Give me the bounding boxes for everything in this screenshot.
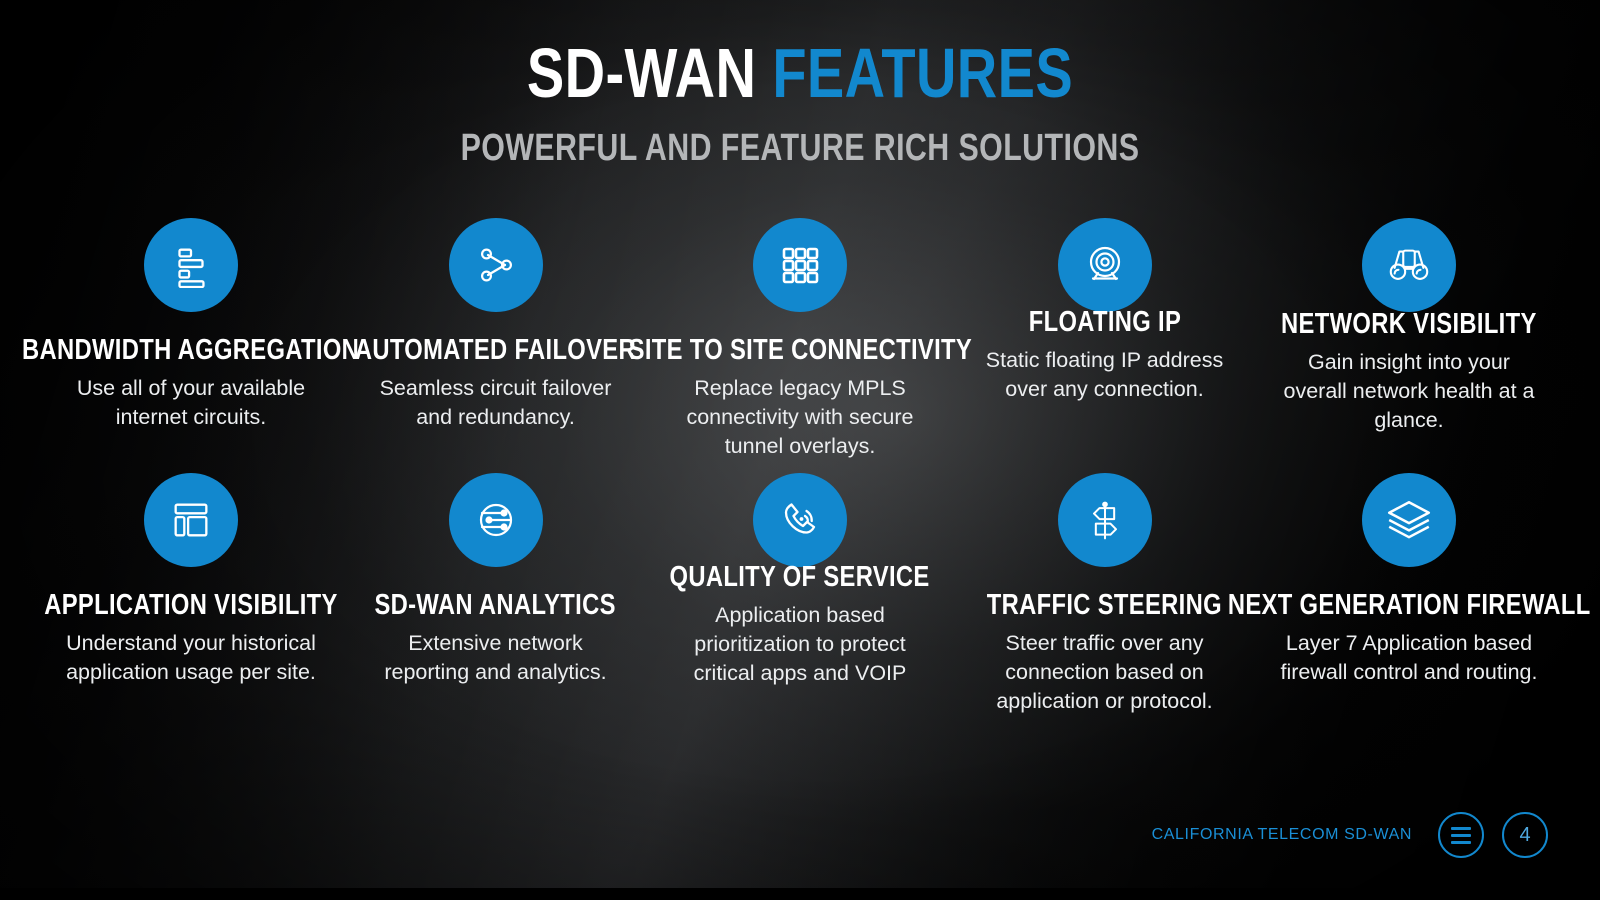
feature-title: NEXT GENERATION FIREWALL [1227, 589, 1591, 621]
binoculars-icon [1362, 218, 1456, 312]
share-nodes-icon [448, 218, 543, 312]
hamburger-menu-icon[interactable] [1438, 812, 1484, 858]
page-subtitle: POWERFUL AND FEATURE RICH SOLUTIONS [460, 127, 1140, 169]
layers-stack-icon [1362, 473, 1456, 567]
page-title-accent: FEATURES [772, 34, 1074, 112]
feature-title: FLOATING IP [1028, 306, 1181, 338]
feature-card-quality-of-service[interactable]: QUALITY OF SERVICE Application based pri… [657, 473, 943, 688]
feature-title: SD-WAN ANALYTICS [374, 589, 617, 621]
phone-call-icon [753, 473, 847, 567]
feature-card-site-to-site-connectivity[interactable]: SITE TO SITE CONNECTIVITY Replace legacy… [628, 218, 971, 461]
bandwidth-bars-icon [144, 218, 238, 312]
feature-title: BANDWIDTH AGGREGATION [22, 334, 360, 366]
slide-header: SD-WAN FEATURES POWERFUL AND FEATURE RIC… [0, 34, 1600, 170]
page-title-primary: SD-WAN [526, 34, 757, 112]
feature-title: APPLICATION VISIBILITY [44, 589, 338, 621]
feature-description: Seamless circuit failover and redundancy… [379, 376, 612, 429]
circuit-analytics-icon [448, 473, 543, 567]
feature-description: Static floating IP address over any conn… [985, 348, 1224, 401]
bottom-strip [0, 888, 1600, 900]
feature-row-2: APPLICATION VISIBILITY Understand your h… [44, 473, 1590, 716]
feature-card-sdwan-analytics[interactable]: SD-WAN ANALYTICS Extensive network repor… [353, 473, 639, 687]
feature-title: TRAFFIC STEERING [986, 589, 1223, 621]
feature-card-application-visibility[interactable]: APPLICATION VISIBILITY Understand your h… [44, 473, 337, 687]
feature-card-bandwidth-aggregation[interactable]: BANDWIDTH AGGREGATION Use all of your av… [22, 218, 359, 432]
signpost-icon [1057, 473, 1152, 567]
feature-description: Extensive network reporting and analytic… [384, 631, 607, 684]
feature-title: QUALITY OF SERVICE [669, 561, 931, 593]
target-stand-icon [1057, 218, 1152, 312]
feature-description: Use all of your available internet circu… [76, 376, 306, 429]
dashboard-layout-icon [144, 473, 238, 567]
feature-card-traffic-steering[interactable]: TRAFFIC STEERING Steer traffic over any … [962, 473, 1248, 716]
grid-squares-icon [753, 218, 847, 312]
hamburger-bar-1 [1451, 826, 1471, 830]
feature-title: AUTOMATED FAILOVER [354, 334, 637, 366]
feature-description: Application based prioritization to prot… [693, 603, 907, 685]
feature-description: Replace legacy MPLS connectivity with se… [686, 376, 914, 458]
slide-footer: CALIFORNIA TELECOM SD-WAN 4 [1152, 812, 1548, 858]
hamburger-bars [1451, 826, 1471, 844]
hamburger-bar-3 [1451, 840, 1471, 844]
feature-description: Gain insight into your overall network h… [1283, 350, 1535, 432]
hamburger-bar-2 [1451, 833, 1471, 837]
feature-title: NETWORK VISIBILITY [1281, 308, 1537, 340]
page-number-value: 4 [1519, 824, 1531, 846]
footer-brand-label: CALIFORNIA TELECOM SD-WAN [1151, 826, 1412, 843]
feature-card-floating-ip[interactable]: FLOATING IP Static floating IP address o… [962, 218, 1248, 404]
feature-title: SITE TO SITE CONNECTIVITY [628, 334, 972, 366]
feature-card-next-generation-firewall[interactable]: NEXT GENERATION FIREWALL Layer 7 Applica… [1228, 473, 1590, 687]
page-number-badge[interactable]: 4 [1502, 812, 1548, 858]
feature-card-automated-failover[interactable]: AUTOMATED FAILOVER Seamless circuit fail… [353, 218, 639, 432]
feature-card-network-visibility[interactable]: NETWORK VISIBILITY Gain insight into you… [1266, 218, 1552, 435]
feature-description: Steer traffic over any connection based … [996, 631, 1213, 713]
feature-row-1: BANDWIDTH AGGREGATION Use all of your av… [22, 218, 1552, 461]
feature-description: Layer 7 Application based firewall contr… [1280, 631, 1538, 684]
page-title: SD-WAN FEATURES [160, 34, 1440, 112]
feature-description: Understand your historical application u… [66, 631, 316, 684]
feature-grid: BANDWIDTH AGGREGATION Use all of your av… [22, 218, 1590, 716]
